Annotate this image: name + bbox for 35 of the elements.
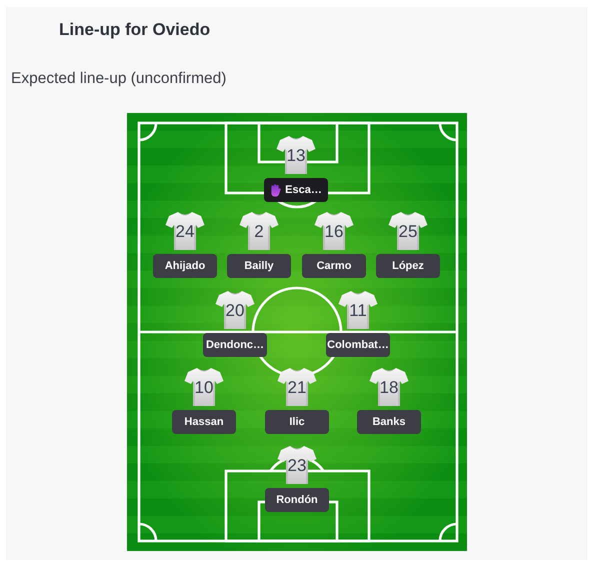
player-shirt bbox=[184, 366, 224, 406]
player-name: Hassan bbox=[184, 415, 224, 429]
player-shirt bbox=[338, 289, 378, 329]
shirt-number: 11 bbox=[348, 301, 368, 321]
player-name: Esca… bbox=[285, 183, 322, 197]
player-shirt bbox=[314, 210, 354, 250]
player-shirt bbox=[369, 366, 409, 406]
shirt-number: 16 bbox=[324, 222, 344, 242]
shirt-number: 10 bbox=[194, 378, 214, 398]
player-name: Colombat… bbox=[327, 338, 389, 352]
player-name: Carmo bbox=[316, 259, 352, 273]
player-name: Bailly bbox=[244, 259, 274, 273]
player-shirt bbox=[276, 134, 316, 174]
subtitle: Expected line-up (unconfirmed) bbox=[11, 70, 226, 88]
shirt-number: 2 bbox=[253, 222, 265, 242]
shirt-number: 24 bbox=[174, 222, 196, 242]
player-shirt bbox=[239, 210, 279, 250]
player-name: López bbox=[392, 259, 424, 273]
player-shirt bbox=[215, 289, 255, 329]
shirt-number: 23 bbox=[286, 456, 308, 476]
title: Line-up for Oviedo bbox=[59, 20, 210, 40]
player-name: Dendonc… bbox=[206, 338, 264, 352]
player-name: Rondón bbox=[276, 493, 318, 507]
player-shirt bbox=[388, 210, 428, 250]
player-name: Banks bbox=[372, 415, 406, 429]
player-shirt bbox=[277, 366, 317, 406]
player-name: Ilic bbox=[289, 415, 305, 429]
player-shirt bbox=[277, 444, 317, 484]
player-shirt bbox=[165, 210, 205, 250]
shirt-number: 21 bbox=[286, 378, 308, 398]
player-name: Ahijado bbox=[164, 259, 206, 273]
shirt-number: 25 bbox=[398, 222, 418, 242]
shirt-number: 18 bbox=[378, 378, 400, 398]
shirt-number: 13 bbox=[286, 146, 306, 166]
shirt-number: 20 bbox=[224, 301, 246, 321]
